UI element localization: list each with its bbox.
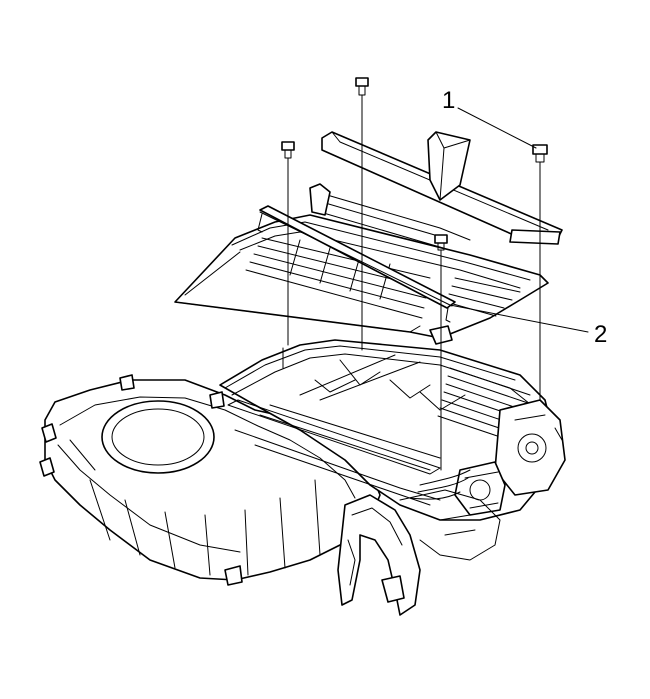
filter-access-door [321, 131, 563, 245]
callout-2: 2 [449, 304, 607, 348]
screw-guide-lines [282, 94, 541, 471]
screw-icon [355, 77, 369, 96]
hvac-lower-case [39, 339, 556, 586]
callout-1-label: 1 [442, 87, 455, 114]
callout-1: 1 [442, 87, 537, 149]
screw-icon [281, 141, 295, 159]
filter-seal-gasket [257, 205, 456, 323]
callout-2-label: 2 [594, 321, 607, 348]
duct-bracket [337, 489, 501, 616]
screw-icon [532, 144, 548, 163]
screw-icon [434, 234, 448, 251]
